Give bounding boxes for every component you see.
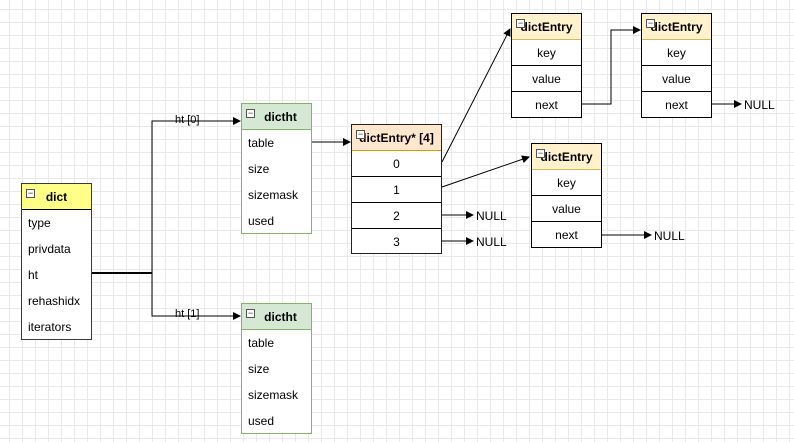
collapse-icon[interactable]: − — [246, 108, 255, 118]
edge-label-ht1: ht [1] — [175, 308, 200, 320]
entry-a-field-next: next — [535, 98, 558, 112]
entry-c-field-next: next — [555, 228, 578, 242]
dict-struct[interactable]: − dict type privdata ht rehashidx iterat… — [21, 183, 92, 340]
entry-b-header: − dictEntry — [642, 14, 711, 40]
entry-a-field-value: value — [512, 66, 581, 92]
dictht-0-header: − dictht — [242, 104, 311, 130]
collapse-icon[interactable]: − — [26, 188, 35, 198]
dictht-1[interactable]: − dictht table size sizemask used — [241, 303, 312, 434]
edge-label-ht0: ht [0] — [175, 114, 200, 126]
collapse-icon[interactable]: − — [516, 18, 525, 28]
null-label-slot2: NULL — [476, 209, 507, 223]
dictentry-c[interactable]: − dictEntry key value next — [531, 143, 602, 248]
dict-header: − dict — [22, 184, 91, 210]
entry-b-title: dictEntry — [650, 20, 703, 34]
dict-field-type: type — [28, 216, 51, 230]
dictentry-a[interactable]: − dictEntry key value next — [511, 13, 582, 118]
collapse-icon[interactable]: − — [646, 18, 655, 28]
table-slot-0: 0 — [352, 151, 441, 177]
dict-field-iterators: iterators — [28, 320, 72, 334]
dict-field-privdata: privdata — [28, 242, 71, 256]
entry-a-field-key: key — [512, 40, 581, 66]
dictht-0-field-used: used — [248, 214, 275, 228]
table-slot-3: 3 — [393, 235, 400, 249]
collapse-icon[interactable]: − — [246, 308, 255, 318]
dictentry-b[interactable]: − dictEntry key value next — [641, 13, 712, 118]
dictht-1-field-size: size — [248, 362, 270, 376]
dict-field-ht: ht — [28, 268, 39, 282]
dict-field-rehashidx: rehashidx — [28, 294, 81, 308]
collapse-icon[interactable]: − — [536, 148, 545, 158]
dictht-0-title: dictht — [264, 110, 297, 124]
dictht-1-field-used: used — [248, 414, 275, 428]
dictht-1-header: − dictht — [242, 304, 311, 330]
entry-c-header: − dictEntry — [532, 144, 601, 170]
null-label-entry-b: NULL — [744, 98, 775, 112]
dictentry-table[interactable]: − dictEntry* [4] 0 1 2 3 — [351, 124, 442, 254]
dictht-0[interactable]: − dictht table size sizemask used — [241, 103, 312, 234]
collapse-icon[interactable]: − — [356, 129, 365, 139]
dictht-1-field-table: table — [248, 336, 275, 350]
table-title: dictEntry* [4] — [359, 131, 434, 145]
entry-a-header: − dictEntry — [512, 14, 581, 40]
entry-c-title: dictEntry — [540, 150, 593, 164]
entry-b-field-key: key — [642, 40, 711, 66]
dictht-0-field-table: table — [248, 136, 275, 150]
entry-a-title: dictEntry — [520, 20, 573, 34]
entry-c-field-key: key — [532, 170, 601, 196]
table-slot-1: 1 — [352, 177, 441, 203]
null-label-entry-c: NULL — [654, 229, 685, 243]
edge-slot1-entry — [441, 155, 530, 188]
null-label-slot3: NULL — [476, 235, 507, 249]
dictht-1-title: dictht — [264, 310, 297, 324]
dictht-0-field-sizemask: sizemask — [248, 188, 299, 202]
table-header: − dictEntry* [4] — [352, 125, 441, 151]
dictht-1-field-sizemask: sizemask — [248, 388, 299, 402]
entry-b-field-next: next — [665, 98, 688, 112]
entry-b-field-value: value — [642, 66, 711, 92]
table-slot-2: 2 — [352, 203, 441, 229]
entry-c-field-value: value — [532, 196, 601, 222]
dict-title: dict — [45, 190, 68, 204]
edge-slot0-entry — [441, 28, 511, 163]
dictht-0-field-size: size — [248, 162, 270, 176]
edge-entry-a-next — [582, 26, 641, 105]
edge-ht0 — [151, 117, 241, 273]
